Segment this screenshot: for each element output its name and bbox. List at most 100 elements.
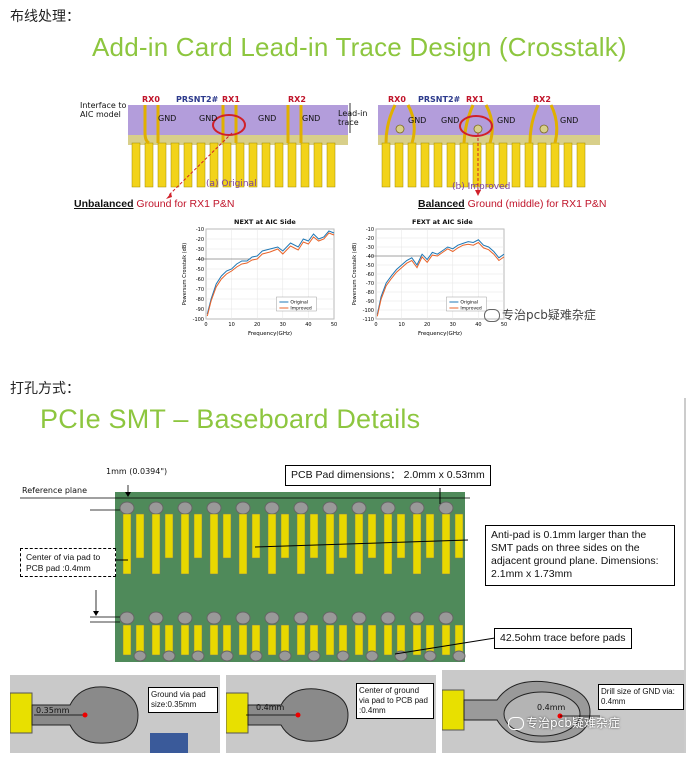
smt-pad (441, 513, 451, 575)
via-pad (148, 611, 164, 625)
via-pad (307, 650, 321, 662)
smt-pad (267, 513, 277, 575)
via-pad (423, 650, 437, 662)
x-tick-label: 10 (228, 322, 234, 328)
detail1-note: Ground via pad size:0.35mm (148, 687, 218, 713)
via-pad (235, 501, 251, 515)
left-signal-rx1: RX1 (222, 95, 240, 104)
via-pad (133, 650, 147, 662)
smt-pad (309, 513, 319, 559)
y-tick-label: -80 (366, 290, 374, 296)
via-pad (322, 611, 338, 625)
smt-pad (425, 513, 435, 559)
left-gnd-3: GND (258, 114, 277, 123)
right-gnd-3: GND (497, 116, 516, 125)
right-gnd-4: GND (560, 116, 579, 125)
legend-label: Original (460, 300, 478, 306)
detail2-graphic (225, 688, 349, 742)
section-heading-routing: 布线处理： (10, 9, 80, 25)
via-pad (249, 650, 263, 662)
smt-pad (122, 624, 132, 656)
right-gnd-1: GND (408, 116, 427, 125)
y-tick-label: -20 (196, 237, 204, 243)
bottom-pad-row (119, 611, 466, 662)
rx1-highlight-circle (212, 114, 246, 136)
detail-panel-2: 0.4mm Center of ground via pad to PCB pa… (225, 675, 436, 753)
y-tick-label: -90 (366, 299, 374, 305)
smt-pad (180, 624, 190, 656)
baseboard-diagram (20, 485, 496, 662)
right-signal-rx0: RX0 (388, 95, 406, 104)
smt-pad (151, 624, 161, 656)
via-pad (119, 611, 135, 625)
via-pad (206, 611, 222, 625)
x-tick-label: 30 (450, 322, 456, 328)
smt-pad (209, 624, 219, 656)
via-pad (264, 501, 280, 515)
trace-leader (394, 637, 496, 655)
plot1-title: NEXT at AIC Side (234, 218, 296, 226)
via-pad (278, 650, 292, 662)
top-pad-row (119, 501, 464, 575)
smt-pad (151, 513, 161, 575)
x-tick-label: 20 (254, 322, 260, 328)
x-axis-label: Frequency(GHz) (248, 331, 292, 337)
y-tick-label: -110 (363, 317, 374, 323)
via-pad (380, 501, 396, 515)
red-dashed-arrows (166, 132, 481, 199)
left-signal-rx2: RX2 (288, 95, 306, 104)
smt-pad (135, 513, 145, 559)
left-gnd-2: GND (199, 114, 218, 123)
right-signal-rx1: RX1 (466, 95, 484, 104)
smt-pad (383, 624, 393, 656)
left-signal-prsnt: PRSNT2# (176, 95, 219, 104)
y-tick-label: -60 (196, 277, 204, 283)
smt-pad (383, 513, 393, 575)
x-tick-label: 40 (305, 322, 311, 328)
via-pad (380, 611, 396, 625)
lead-in-region (128, 135, 348, 145)
via-pad (293, 611, 309, 625)
x-tick-label: 20 (424, 322, 430, 328)
right-connector-diagram (378, 104, 600, 188)
x-tick-label: 0 (204, 322, 207, 328)
via-pad (235, 611, 251, 625)
watermark-1: 专治pcb疑难杂症 (484, 306, 596, 323)
y-axis-label: Powersum Crosstalk (dB) (352, 243, 358, 306)
balanced-bold: Balanced (418, 198, 465, 210)
antipad-callout: Anti-pad is 0.1mm larger than the SMT pa… (485, 525, 675, 586)
detail-panel-1: 0.35mm Ground via pad size:0.35mm (9, 675, 220, 753)
left-signal-rx0: RX0 (142, 95, 160, 104)
trace-callout: 42.5ohm trace before pads (494, 628, 632, 650)
via-pad (351, 501, 367, 515)
smt-pad (251, 513, 261, 559)
smt-pad (193, 513, 203, 559)
interface-label: Interface to AIC model (80, 101, 127, 119)
via-pad (264, 611, 280, 625)
via-pad (191, 650, 205, 662)
x-tick-label: 30 (280, 322, 286, 328)
via-pad (177, 501, 193, 515)
y-tick-label: -70 (196, 287, 204, 293)
legend-label: Improved (290, 306, 312, 312)
smt-pad (396, 513, 406, 559)
smt-pad (325, 624, 335, 656)
via-pad (293, 501, 309, 515)
lead-in-region-improved (378, 135, 600, 145)
lead-in-traces (143, 105, 303, 145)
y-tick-label: -10 (366, 227, 374, 233)
right-signal-prsnt: PRSNT2# (418, 95, 461, 104)
smt-pad (180, 513, 190, 575)
gold-fingers (131, 142, 336, 188)
via-pad (119, 501, 135, 515)
ground-vias (395, 124, 549, 134)
center-via-callout: Center of via pad to PCB pad :0.4mm (20, 548, 116, 578)
y-tick-label: -60 (366, 272, 374, 278)
pad-dimensions-callout: PCB Pad dimensions： 2.0mm x 0.53mm (285, 465, 491, 487)
left-caption: (a) Original (206, 179, 257, 189)
y-tick-label: -50 (196, 267, 204, 273)
y-tick-label: -20 (366, 236, 374, 242)
gold-fingers-improved (381, 142, 586, 188)
y-tick-label: -80 (196, 297, 204, 303)
